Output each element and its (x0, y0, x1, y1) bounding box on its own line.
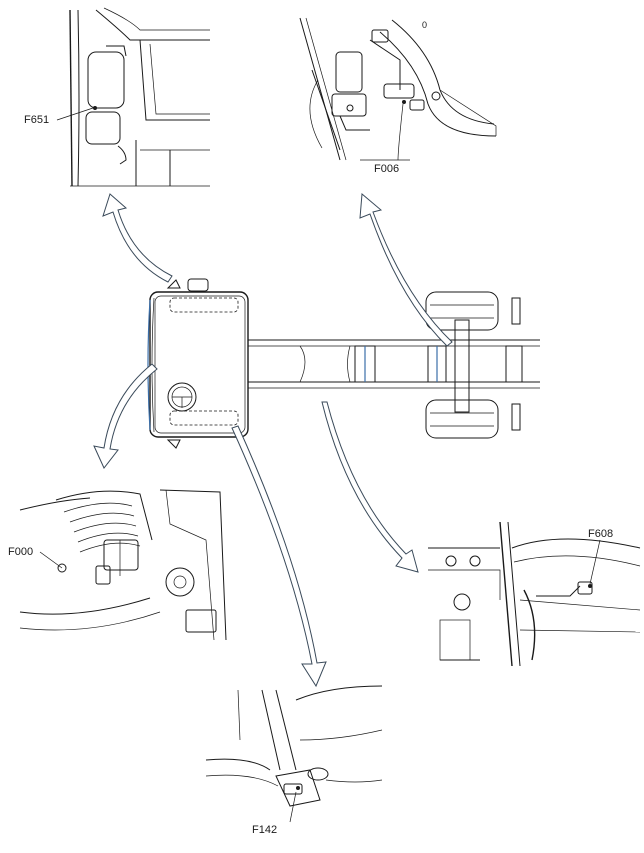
rear-wheel-right (425, 399, 499, 439)
arrow-to-f006 (359, 192, 453, 347)
callout-f651: F651 (24, 114, 50, 126)
mirror-lower (85, 111, 121, 145)
callout-f000: F000 (8, 546, 34, 558)
detail-f000-lower-left (19, 489, 227, 641)
pointer-arrows (93, 192, 453, 688)
detail-f651-mirror-area (56, 7, 210, 187)
arrow-to-f651 (102, 193, 173, 283)
cab-outline (149, 291, 249, 438)
cab-rear-panel (169, 410, 239, 426)
steering-wheel (167, 382, 197, 412)
rear-wheel-left (425, 291, 499, 331)
callout-f142: F142 (252, 824, 278, 836)
chassis-overview (147, 278, 540, 449)
detail-f608-rear-right (428, 521, 641, 667)
arrow-to-f142 (231, 425, 327, 688)
rear-axle (425, 291, 521, 439)
callout-f608: F608 (588, 528, 614, 540)
cab-front-panel (169, 297, 239, 313)
frame-rails (248, 339, 540, 389)
small-mark-label: 0 (422, 20, 427, 30)
detail-f142-bottom (205, 685, 383, 823)
hub (165, 567, 195, 597)
arrow-to-f000 (93, 363, 158, 469)
detail-f006-engine-area (299, 17, 497, 161)
mirror-upper (87, 51, 125, 109)
callout-f006: F006 (374, 163, 400, 175)
cross-members (354, 345, 523, 383)
arrow-to-f608 (321, 401, 419, 573)
connector-f142 (275, 769, 321, 807)
